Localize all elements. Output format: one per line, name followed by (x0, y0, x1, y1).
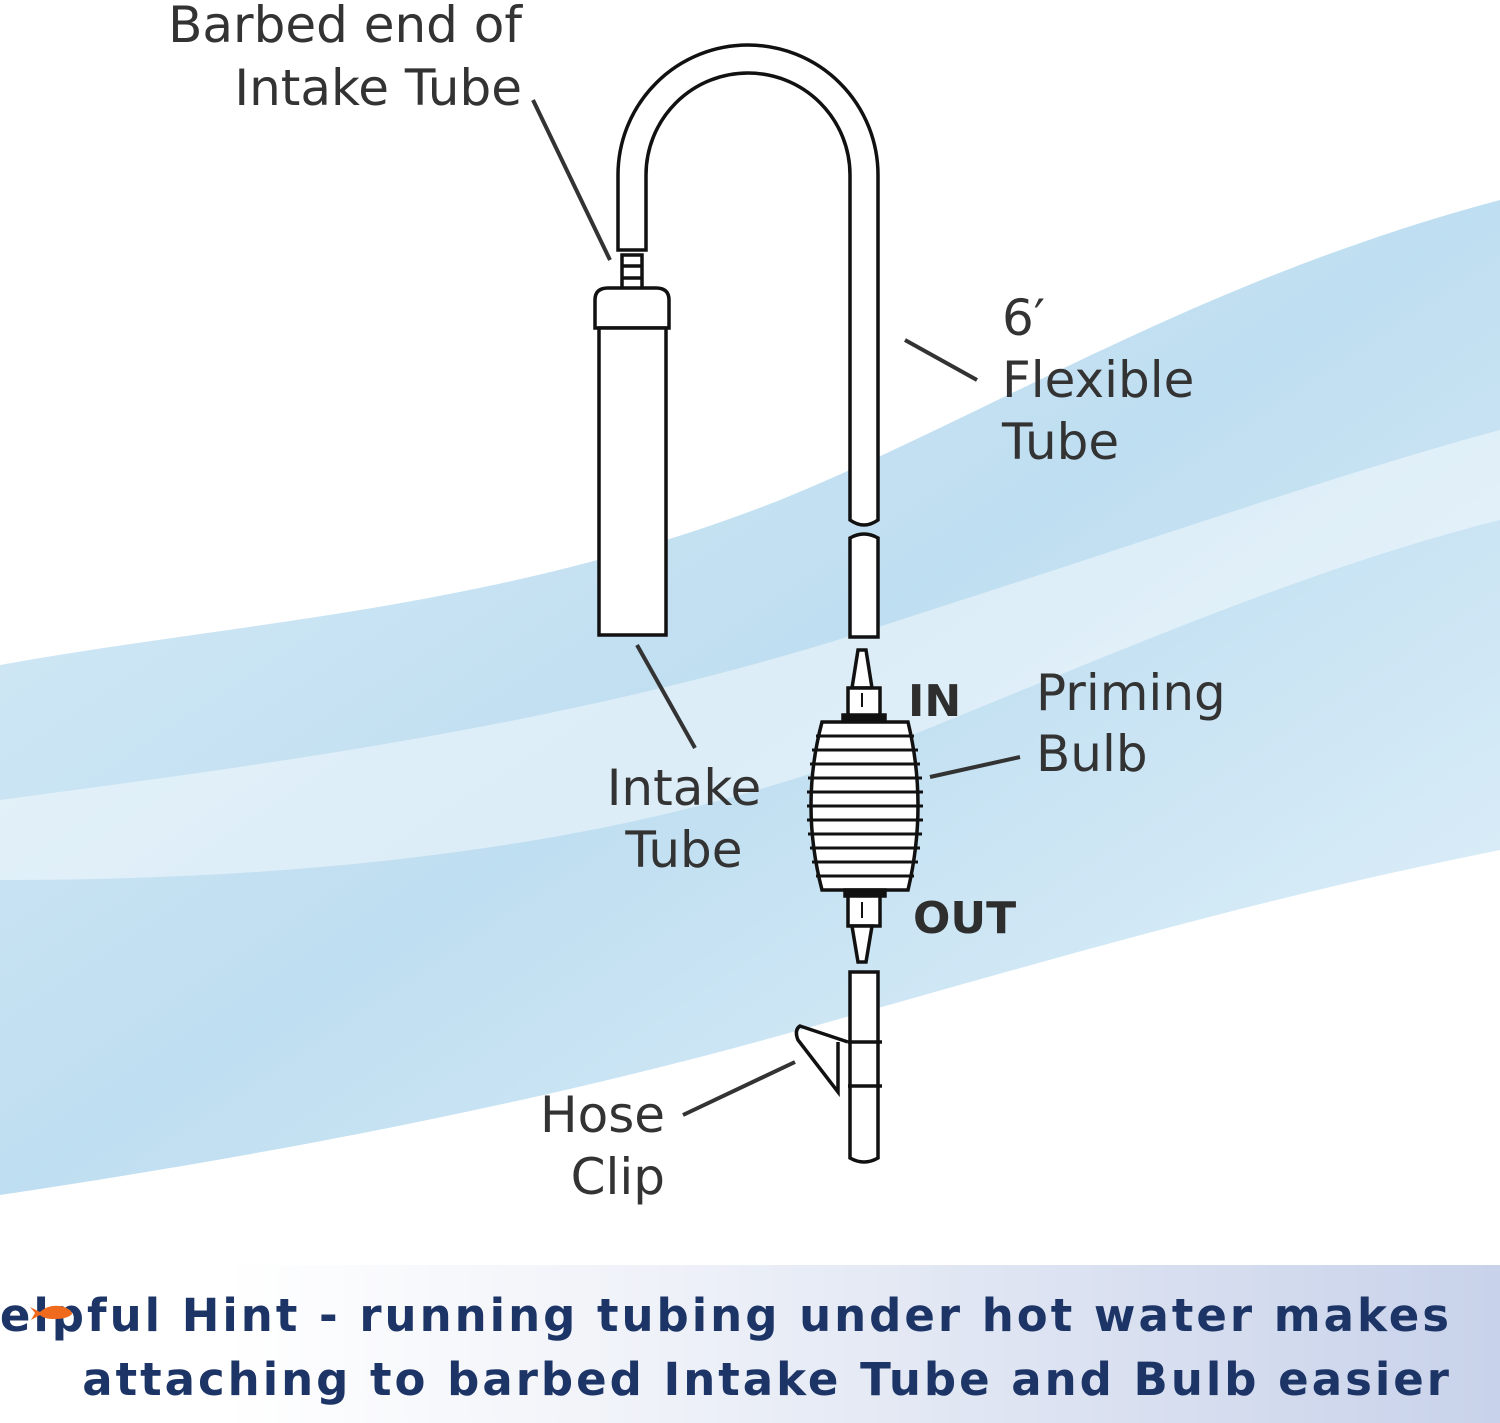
label-barbed-end-line2: Intake Tube (234, 59, 522, 117)
bulb-in-collar (846, 686, 882, 718)
bulb-ribs (807, 734, 923, 878)
hint-banner: Helpful Hint - running tubing under hot … (0, 1265, 1500, 1423)
label-priming-bulb-line1: Priming (1036, 664, 1226, 722)
fish-icon (30, 1305, 72, 1320)
label-priming-bulb-line2: Bulb (1036, 725, 1148, 783)
flexible-tube-lower (848, 532, 880, 639)
bulb-out-nozzle (849, 924, 875, 964)
label-flexible-tube-line1: Flexible (1002, 351, 1194, 409)
intake-tube-cap (593, 286, 671, 330)
label-flexible-tube-length: 6′ (1002, 289, 1045, 347)
outlet-hose (848, 970, 880, 1164)
bulb-out-collar (846, 894, 882, 928)
label-hose-clip-line1: Hose (540, 1086, 665, 1144)
hose-clip (794, 1024, 882, 1098)
label-out: OUT (913, 893, 1016, 944)
label-flexible-tube-line2: Tube (1001, 413, 1119, 471)
intake-tube (597, 326, 668, 637)
label-in: IN (908, 676, 961, 727)
barbed-end (620, 253, 644, 292)
water-background (0, 200, 1500, 1195)
label-barbed-end-line1: Barbed end of (168, 0, 523, 54)
label-hose-clip-line2: Clip (571, 1148, 665, 1206)
leader-lines (531, 99, 1021, 1117)
water-highlight (0, 430, 1500, 880)
label-intake-tube-line1: Intake (607, 759, 762, 817)
hint-line-1: Helpful Hint - running tubing under hot … (0, 1289, 1452, 1342)
flexible-tube (616, 43, 880, 527)
hint-line-2: attaching to barbed Intake Tube and Bulb… (82, 1353, 1452, 1406)
label-intake-tube-line2: Tube (624, 821, 742, 879)
